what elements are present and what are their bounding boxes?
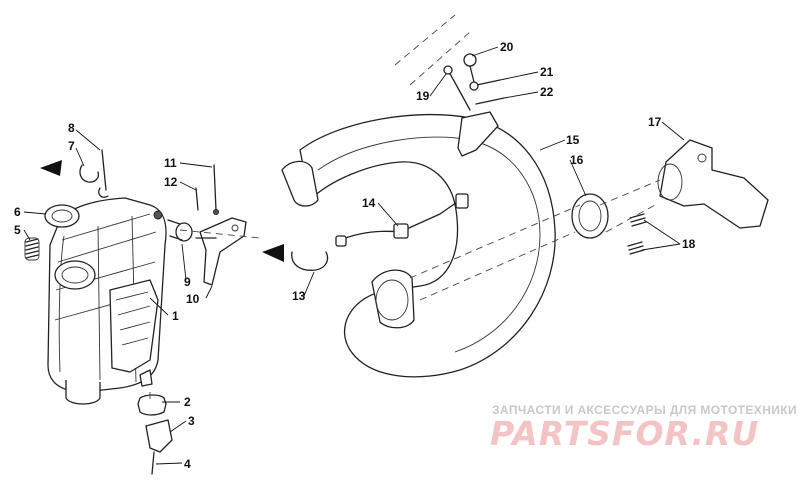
callout-14: 14 bbox=[362, 196, 376, 210]
sensor-14 bbox=[335, 193, 469, 247]
clamp-13 bbox=[291, 251, 329, 271]
callout-4: 4 bbox=[184, 457, 191, 471]
callout-7: 7 bbox=[68, 139, 75, 153]
watermark-logo: PARTSFOR.RU bbox=[490, 414, 760, 453]
watermark-tagline: ЗАПЧАСТИ И АКСЕССУАРЫ ДЛЯ МОТОТЕХНИКИ bbox=[492, 403, 798, 417]
muffler bbox=[47, 197, 167, 405]
callout-20: 20 bbox=[500, 40, 514, 54]
springs-18 bbox=[627, 213, 647, 255]
callout-12: 12 bbox=[164, 175, 178, 189]
callout-9: 9 bbox=[184, 275, 191, 289]
callout-22: 22 bbox=[540, 85, 554, 99]
callout-2: 2 bbox=[184, 395, 191, 409]
callout-16: 16 bbox=[570, 153, 584, 167]
exhaust-pipe bbox=[281, 113, 556, 378]
arrow-left bbox=[40, 160, 62, 176]
callout-11: 11 bbox=[164, 156, 177, 170]
bracket-19-22 bbox=[394, 14, 505, 157]
callout-10: 10 bbox=[186, 292, 200, 306]
callout-8: 8 bbox=[68, 121, 75, 135]
callout-18: 18 bbox=[682, 237, 696, 251]
hook-7 bbox=[79, 164, 100, 183]
callout-17: 17 bbox=[648, 115, 662, 129]
spring-8 bbox=[98, 149, 109, 198]
seal-16 bbox=[571, 193, 609, 239]
callout-5: 5 bbox=[14, 223, 21, 237]
clamp-3 bbox=[145, 419, 173, 453]
bracket-10 bbox=[195, 217, 247, 286]
spring-5 bbox=[24, 237, 40, 261]
alignment-lines bbox=[149, 179, 661, 404]
grommet-9 bbox=[167, 219, 193, 242]
callout-numbers: 1 2 3 4 5 6 7 8 9 10 11 12 13 14 15 16 1… bbox=[14, 40, 696, 471]
screw-4 bbox=[151, 451, 155, 475]
callout-15: 15 bbox=[566, 133, 580, 147]
manifold-17 bbox=[657, 139, 769, 229]
rod-11 bbox=[213, 164, 219, 215]
callout-3: 3 bbox=[188, 414, 195, 428]
grommet-2 bbox=[137, 394, 167, 416]
callout-19: 19 bbox=[416, 89, 430, 103]
bolt-12 bbox=[195, 187, 199, 211]
callout-21: 21 bbox=[540, 65, 554, 79]
callout-13: 13 bbox=[292, 289, 306, 303]
leader-lines bbox=[23, 46, 685, 465]
callout-1: 1 bbox=[172, 309, 179, 323]
gasket-6 bbox=[44, 204, 80, 228]
callout-6: 6 bbox=[14, 205, 21, 219]
arrow-pipe bbox=[262, 244, 284, 262]
